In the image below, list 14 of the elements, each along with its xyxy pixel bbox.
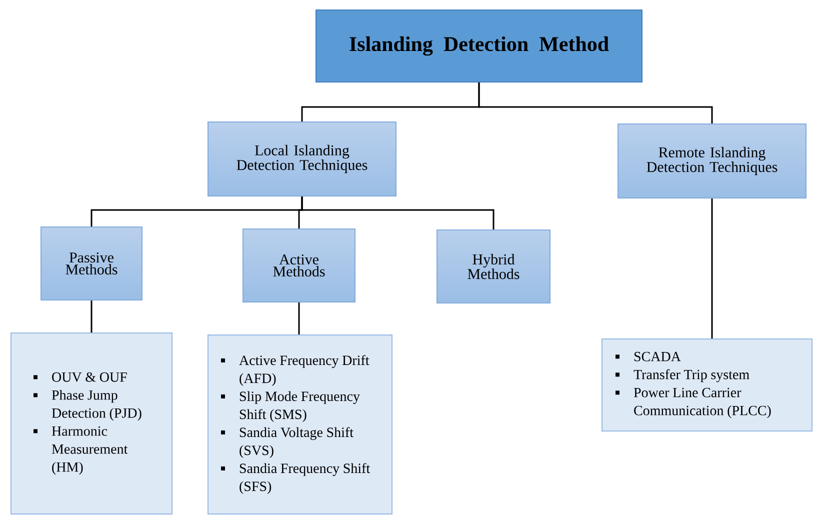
connector-line [301,196,494,230]
category-box: Hybrid Methods [436,230,550,304]
connector-line [298,302,300,334]
category-box: Active Methods [242,228,356,302]
connector-line [90,300,92,332]
category-box: Remote Islanding Detection Techniques [618,124,806,198]
method-list-box: Active Frequency Drift (AFD) Slip Mode Frequency Shift (SMS) Sandia Voltage Shift (SVS) Sandia Frequency Shift (SFS) [208,334,392,514]
category-box: Local Islanding Detection Techniques [208,122,396,196]
title-box: Islanding Detection Method [316,10,642,82]
category-box: Passive Methods [40,226,142,300]
method-list-box: OUV & OUF Phase Jump Detection (PJD) Harmonic Measurement (HM) [10,332,172,514]
method-list-box: SCADA Transfer Trip system Power Line Carrier Communication (PLCC) [602,338,812,432]
connector-line [711,198,713,338]
connector-line [478,82,713,124]
